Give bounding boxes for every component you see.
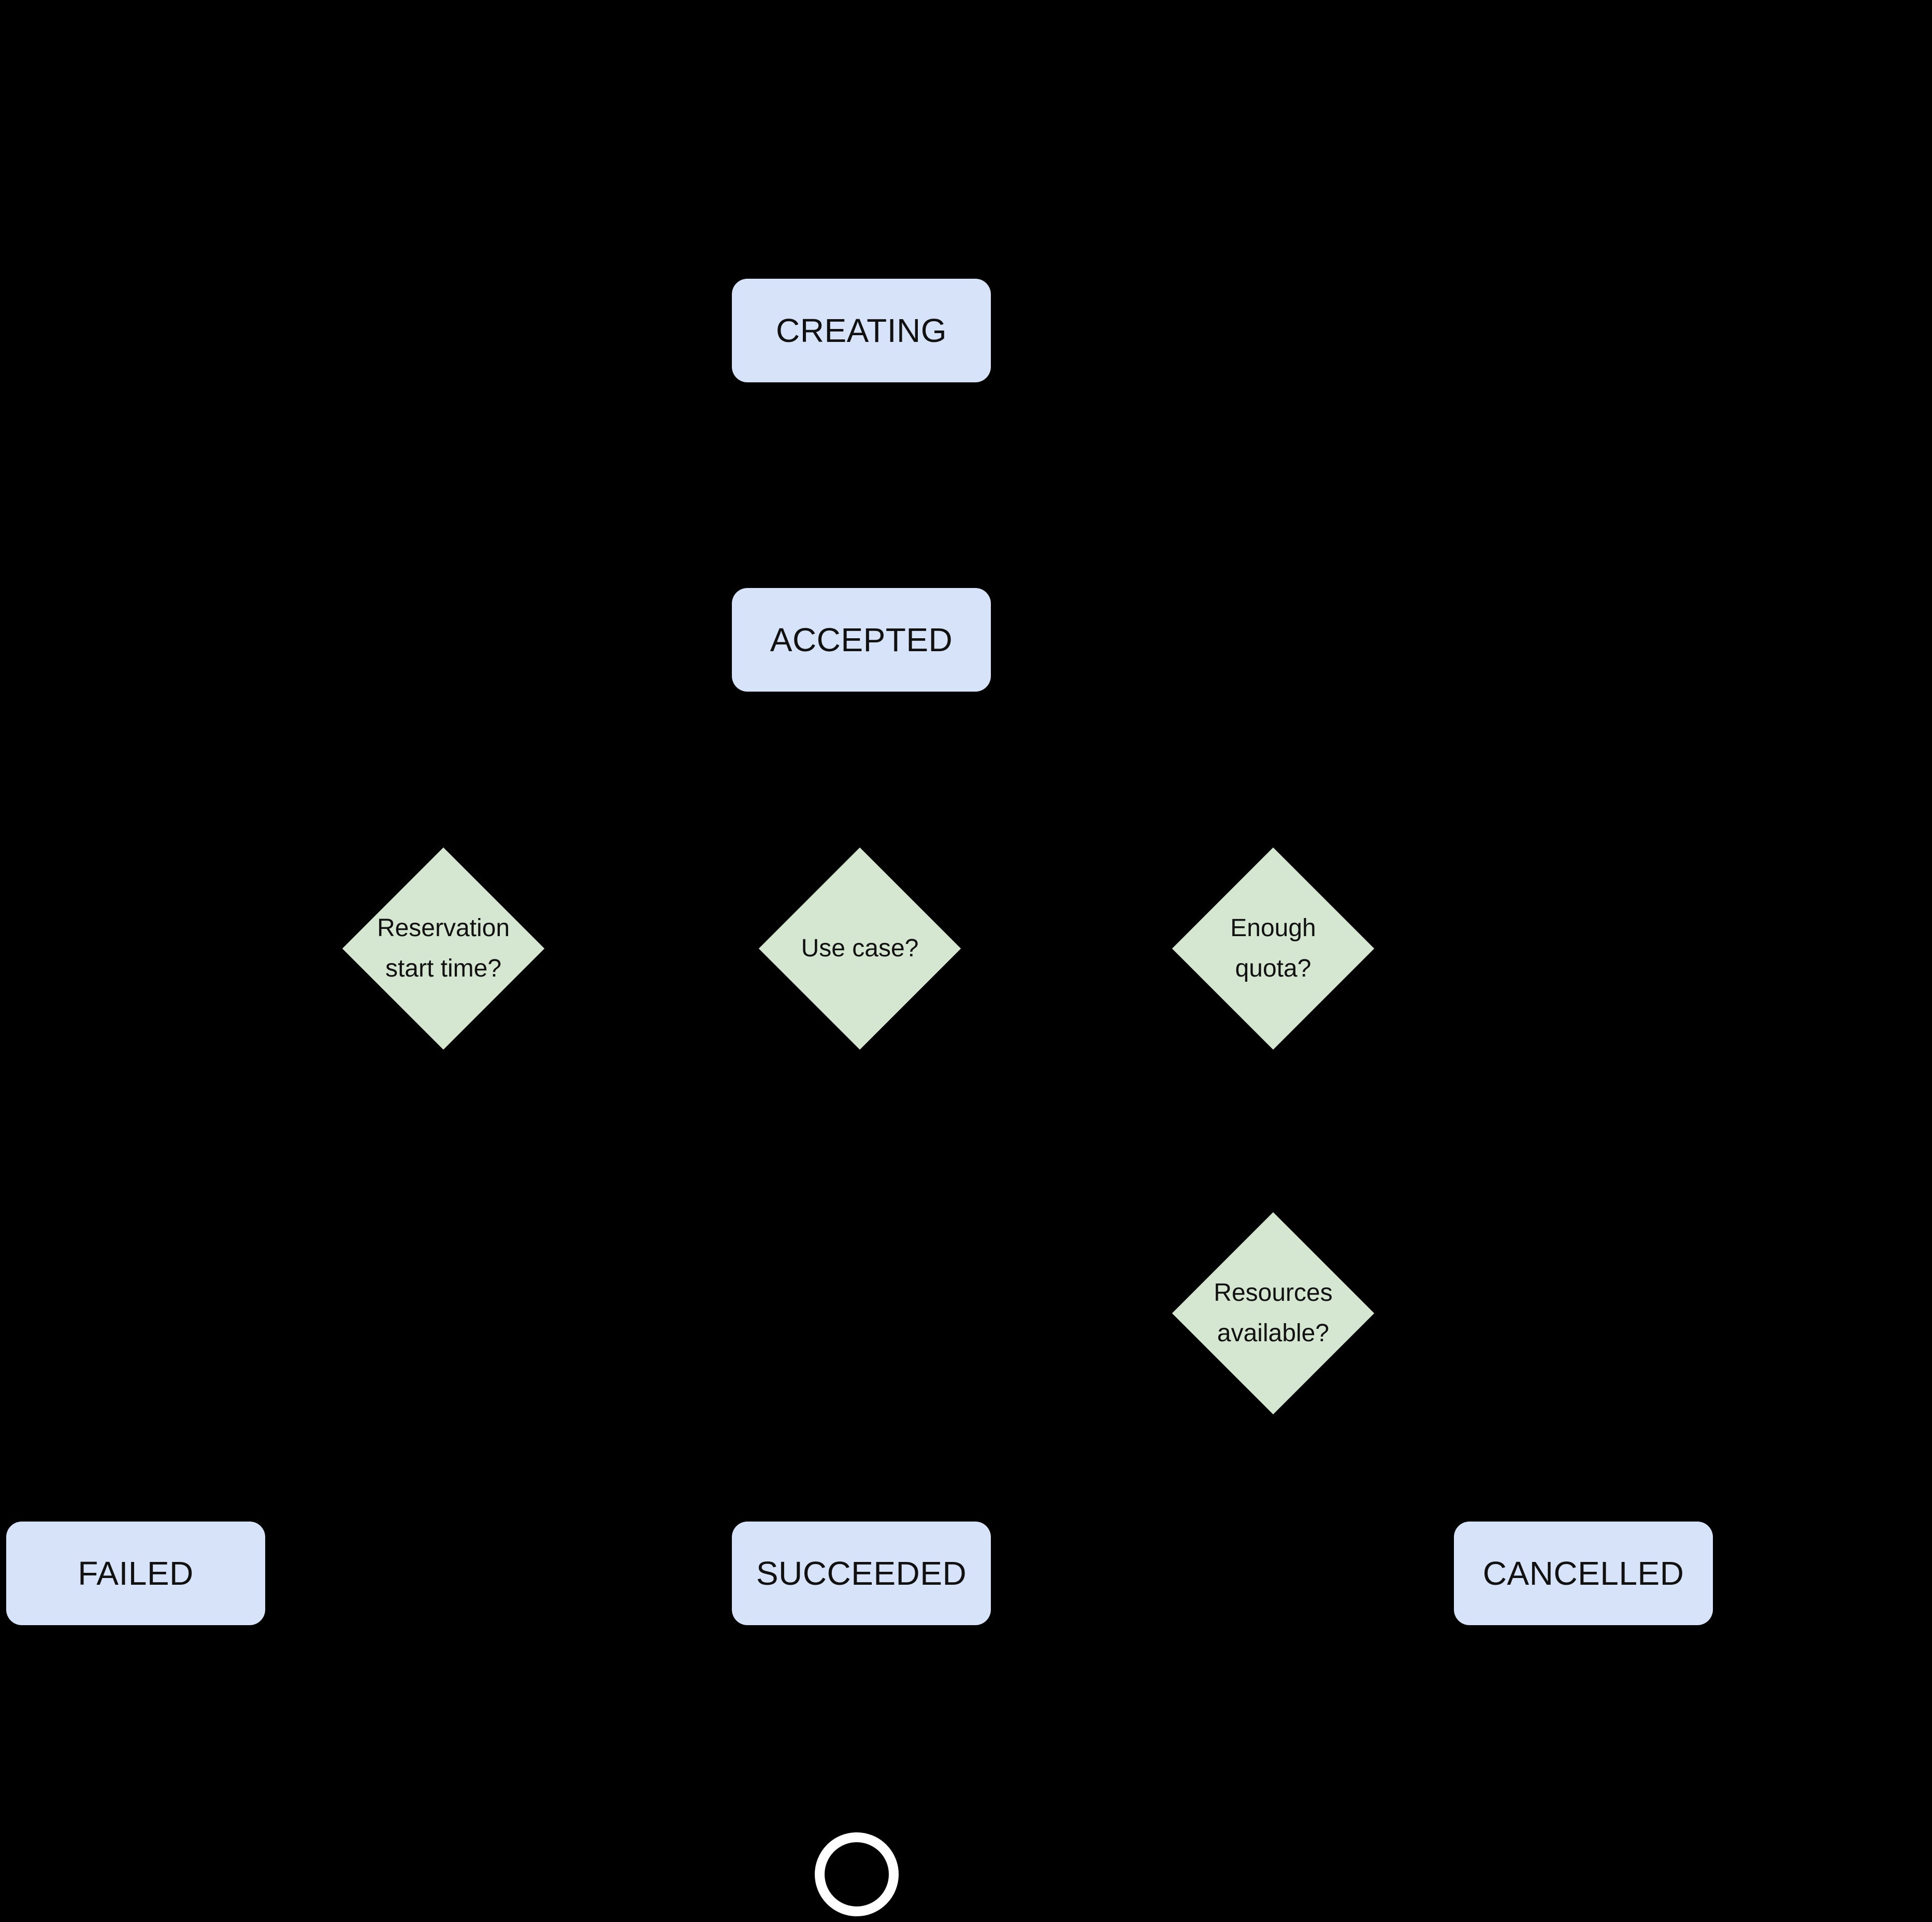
state-box-cancelled: CANCELLED [1454,1522,1713,1625]
decision-label-line2: available? [1217,1319,1330,1347]
decision-label-line1: Use case? [801,935,919,962]
decision-diamond-resources-available: Resources available? [1172,1212,1375,1415]
decision-diamond-reservation-start-time: Reservation start time? [342,847,545,1050]
decision-label: Resources available? [1172,1212,1374,1414]
state-box-accepted: ACCEPTED [732,588,991,692]
state-box-succeeded: SUCCEEDED [732,1522,991,1625]
decision-diamond-use-case: Use case? [758,847,961,1050]
decision-label-line1: Resources [1214,1279,1333,1307]
decision-label: Use case? [759,848,961,1050]
decision-label: Reservation start time? [342,848,544,1050]
state-box-creating: CREATING [732,279,991,382]
state-box-failed: FAILED [6,1522,265,1625]
decision-diamond-enough-quota: Enough quota? [1172,847,1375,1050]
flow-end-circle-icon [815,1832,899,1916]
decision-label-line1: Enough [1230,914,1316,942]
decision-label-line1: Reservation [377,914,510,942]
decision-label-line2: quota? [1235,955,1311,982]
decision-label: Enough quota? [1172,848,1374,1050]
decision-label-line2: start time? [385,955,502,982]
